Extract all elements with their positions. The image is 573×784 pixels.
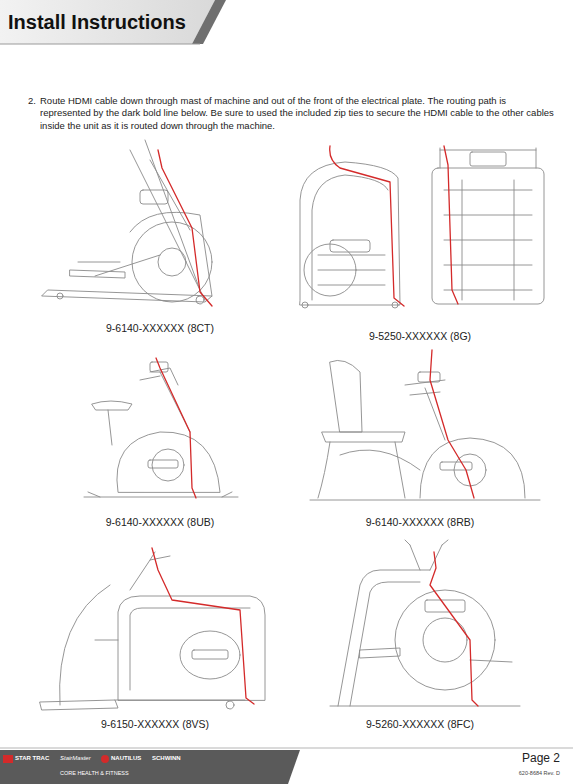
model-caption: 9-6140-XXXXXX (8UB) [75, 516, 245, 529]
recumbent-bike-drawing [310, 360, 540, 500]
logo-mark [101, 755, 109, 763]
vertical-stepper-drawing [40, 552, 265, 710]
header-slant [192, 0, 226, 44]
stair-climber-side-drawing [300, 162, 400, 308]
model-caption: 9-6150-XXXXXX (8VS) [70, 718, 240, 731]
page-number: Page 2 [470, 751, 560, 765]
footer-band [0, 750, 300, 784]
page-title: Install Instructions [8, 10, 186, 35]
upright-bike-drawing [84, 362, 238, 497]
step-text: Route HDMI cable down through mast of ma… [40, 95, 556, 132]
free-climber-drawing [330, 540, 520, 706]
model-caption: 9-5260-XXXXXX (8FC) [335, 718, 505, 731]
header-band [0, 0, 215, 44]
brand-logo: StairMaster [60, 755, 102, 762]
logo-mark [3, 755, 13, 763]
header-rule [0, 44, 200, 45]
brand-logo: STAR TRAC [15, 755, 60, 762]
cross-trainer-drawing [42, 140, 212, 304]
brand-logo: SCHWINN [152, 755, 192, 762]
hdmi-route [152, 146, 478, 706]
document-code: 620-8684 Rev. D [470, 770, 560, 777]
brand-logo: NAUTILUS [111, 755, 149, 762]
footer-rule [0, 748, 573, 749]
company-name: CORE HEALTH & FITNESS [60, 770, 170, 777]
model-caption: 9-6140-XXXXXX (8RB) [335, 516, 505, 529]
model-caption: 9-5250-XXXXXX (8G) [335, 330, 505, 343]
model-caption: 9-6140-XXXXXX (8CT) [75, 322, 245, 335]
step-number: 2. [28, 95, 40, 106]
